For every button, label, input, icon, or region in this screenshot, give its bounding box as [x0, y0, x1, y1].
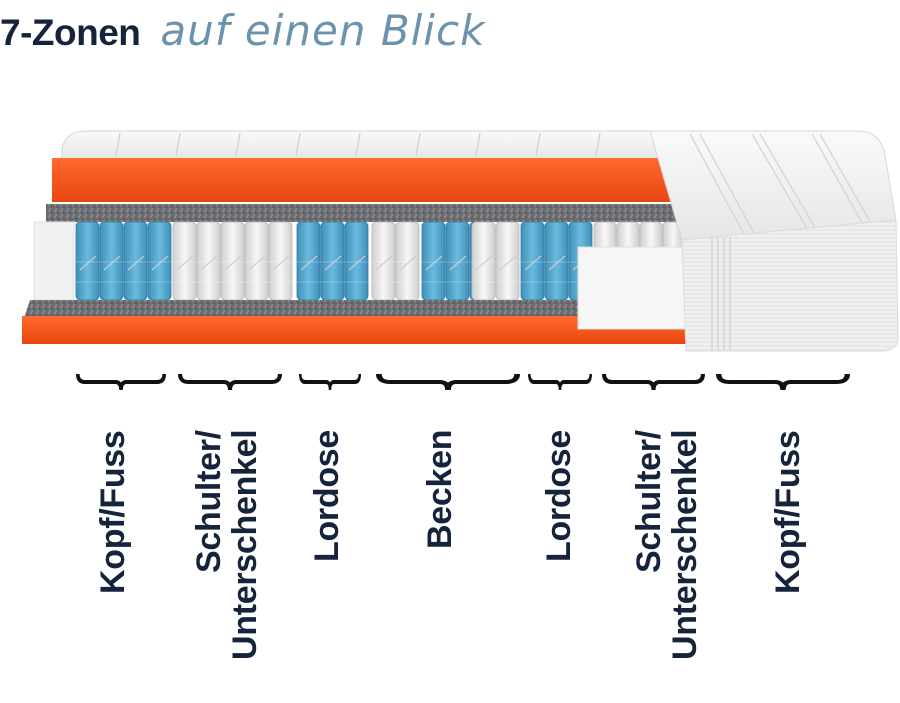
side-foam-block	[33, 221, 75, 301]
lower-felt-layer	[24, 300, 600, 318]
lower-foam-layer	[22, 316, 690, 344]
zone-brace-4	[376, 372, 520, 394]
zone-brace-6	[602, 372, 705, 394]
zone-label-5: Lordose	[540, 430, 578, 563]
zone-brace-5	[528, 372, 592, 394]
zone-label-4: Becken	[421, 430, 459, 550]
title-zones: 7-Zonen	[0, 12, 141, 53]
page-title: 7-Zonen auf einen Blick	[0, 6, 485, 62]
upper-felt-layer	[46, 204, 680, 222]
zone-label-2: Schulter/ Unterschenkel	[190, 430, 264, 661]
cover-flap	[649, 130, 899, 352]
zone-brace-1	[76, 372, 166, 394]
zone-label-6: Schulter/ Unterschenkel	[630, 430, 704, 661]
top-cover	[61, 130, 661, 161]
title-tagline: auf einen Blick	[160, 6, 486, 55]
pocket-springs	[75, 221, 684, 301]
zone-brace-7	[716, 372, 850, 394]
mattress-cross-section	[22, 130, 899, 352]
front-foam-block	[577, 246, 691, 330]
upper-foam-layer	[52, 158, 676, 202]
zone-label-3: Lordose	[308, 430, 346, 563]
zone-brace-3	[299, 372, 361, 394]
zone-label-1: Kopf/Fuss	[94, 430, 132, 594]
zone-label-7: Kopf/Fuss	[769, 430, 807, 594]
zone-brace-2	[178, 372, 282, 394]
